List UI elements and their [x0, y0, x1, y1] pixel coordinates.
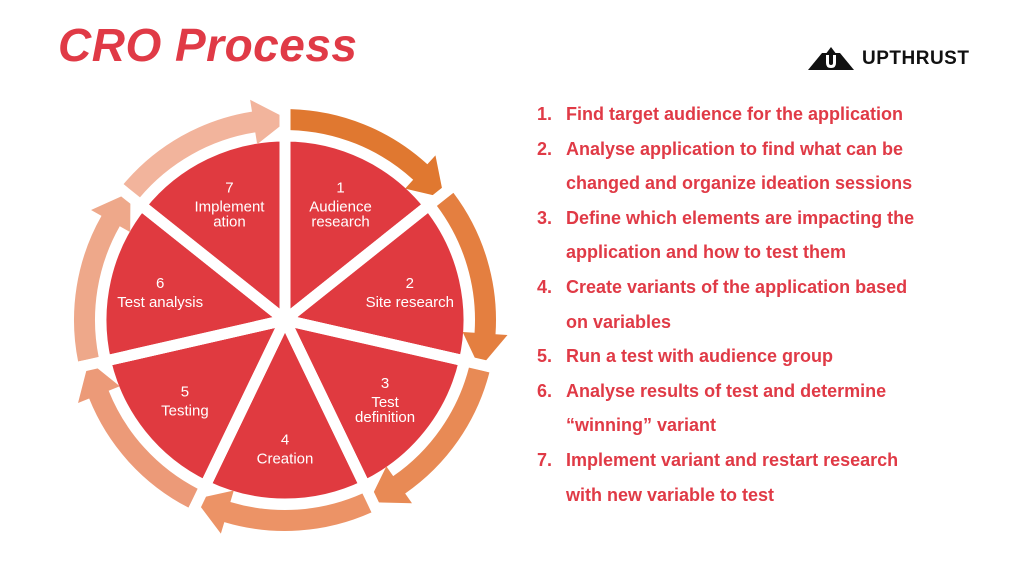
step-text: Analyse application to find what can be	[566, 138, 904, 159]
step-text: Define which elements are impacting the	[566, 207, 915, 228]
step-number: 2.	[537, 138, 553, 159]
segment-label: ation	[213, 214, 246, 231]
step-number	[537, 235, 566, 270]
segment-label: definition	[355, 409, 415, 426]
segment-label: research	[311, 214, 369, 231]
step-text: on variables	[566, 311, 672, 332]
separator-line	[280, 317, 389, 527]
step-item: 5. Run a test with audience group	[537, 339, 997, 374]
step-item-continuation: changed and organize ideation sessions	[537, 166, 997, 201]
wedge-5	[99, 312, 295, 494]
separator-line	[104, 174, 289, 325]
cycle-arrow-3	[368, 367, 490, 504]
step-item-continuation: application and how to test them	[537, 235, 997, 270]
segment-label: Test	[371, 394, 399, 411]
step-item: 7. Implement variant and restart research	[537, 443, 997, 478]
step-text: with new variable to test	[566, 484, 775, 505]
step-text: Implement variant and restart research	[566, 449, 899, 470]
step-item: 2. Analyse application to find what can b…	[537, 132, 997, 167]
step-number: 7.	[537, 449, 553, 470]
step-number: 1.	[537, 104, 553, 124]
steps-list: 1. Find target audience for the applicati…	[537, 97, 997, 512]
step-number	[537, 478, 566, 513]
cycle-arrow-6	[74, 192, 131, 362]
upthrust-logo: UPTHRUST	[808, 47, 969, 71]
step-item: 3. Define which elements are impacting th…	[537, 201, 997, 236]
segment-label: Testing	[161, 402, 209, 419]
step-text: changed and organize ideation sessions	[566, 173, 913, 194]
step-item: 4. Create variants of the application bas…	[537, 270, 997, 305]
upthrust-logo-icon	[808, 47, 854, 70]
wedge-1	[279, 130, 437, 332]
cycle-arrow-7	[123, 99, 289, 198]
step-item: 1. Find target audience for the applicati…	[537, 97, 997, 132]
cycle-arrow-1	[289, 109, 444, 198]
cycle-arrow-2	[436, 192, 508, 369]
step-number	[537, 408, 566, 443]
separator-line	[281, 174, 466, 325]
step-text: Create variants of the application based	[566, 276, 908, 297]
logo-text: UPTHRUST	[862, 48, 970, 69]
step-text: Run a test with audience group	[566, 346, 834, 367]
cycle-arrow-4	[194, 490, 372, 534]
wedge-7	[133, 130, 291, 332]
segment-label: Audience	[309, 199, 372, 216]
wedge-2	[272, 197, 475, 368]
segment-number: 6	[156, 275, 164, 292]
page-title: CRO Process	[58, 19, 358, 71]
step-number: 5.	[537, 346, 553, 367]
step-number: 6.	[537, 380, 553, 401]
step-number	[537, 166, 566, 201]
step-text: Analyse results of test and determine	[566, 380, 887, 401]
segment-number: 2	[406, 275, 414, 292]
cycle-arrow-5	[78, 361, 199, 508]
separator-line	[283, 314, 508, 376]
step-item-continuation: with new variable to test	[537, 478, 997, 513]
step-text: Find target audience for the application	[566, 104, 904, 124]
segment-number: 1	[336, 180, 344, 197]
wedge-3	[275, 312, 471, 494]
segment-number: 7	[225, 180, 233, 197]
segment-label: Creation	[257, 451, 314, 468]
step-number	[537, 305, 566, 340]
step-item-continuation: on variables	[537, 305, 997, 340]
step-text: application and how to test them	[566, 242, 847, 263]
wedge-6	[95, 197, 298, 368]
segment-number: 4	[281, 432, 289, 449]
segment-label: Test analysis	[117, 294, 203, 311]
separator-line	[181, 317, 290, 527]
segment-label: Implement	[194, 199, 265, 216]
step-item: 6. Analyse results of test and determine	[537, 374, 997, 409]
wedge-4	[197, 307, 373, 510]
separator-line	[62, 314, 287, 376]
step-text: “winning” variant	[566, 415, 717, 436]
step-number: 4.	[537, 276, 553, 297]
step-item-continuation: “winning” variant	[537, 408, 997, 443]
segment-number: 5	[181, 383, 189, 400]
step-number: 3.	[537, 207, 553, 228]
segment-number: 3	[381, 375, 389, 392]
segment-label: Site research	[366, 294, 454, 311]
